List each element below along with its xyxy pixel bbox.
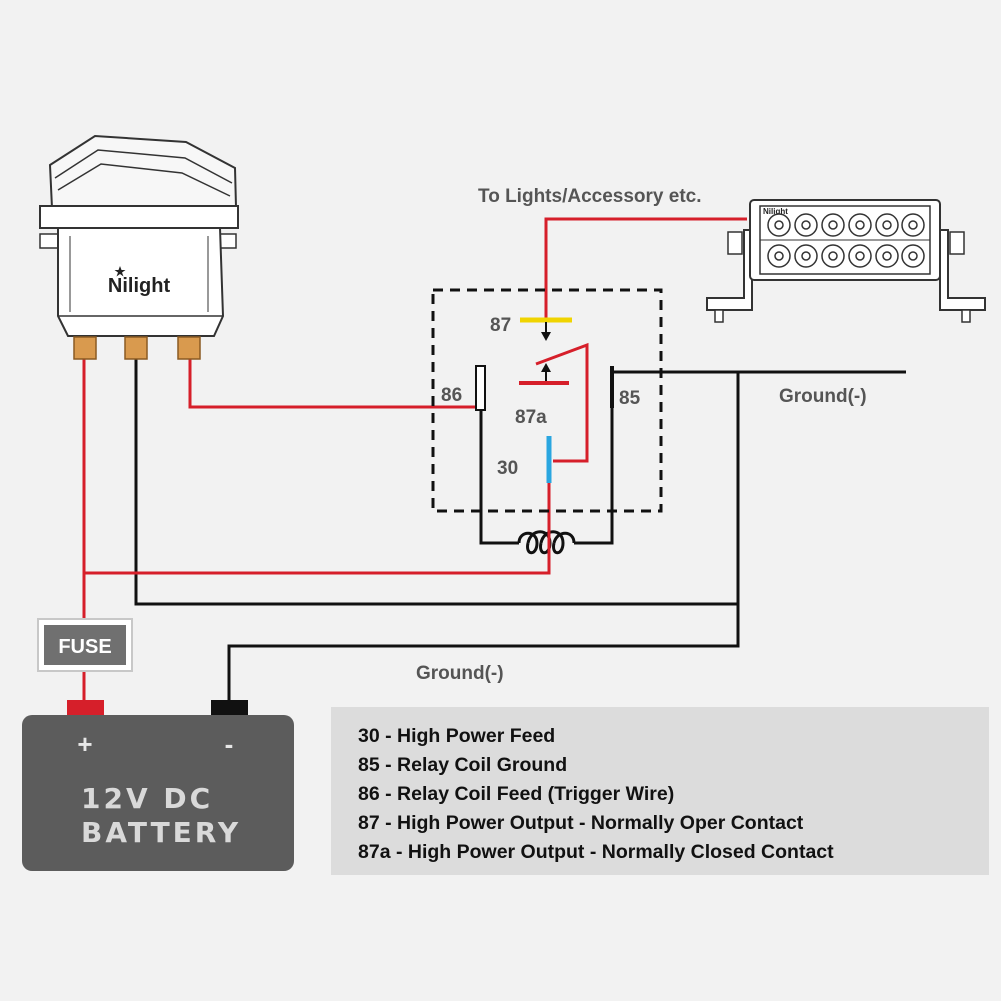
battery-minus: - (225, 729, 234, 759)
legend-line-85: 85 - Relay Coil Ground (358, 754, 567, 776)
arrow-down-icon (541, 322, 551, 341)
pin-86-blade (475, 365, 486, 411)
output-wire-87 (544, 217, 747, 320)
power-wire-feed-30 (84, 483, 551, 575)
switch-terminal-output (177, 336, 201, 360)
switch-brand: Nilight (108, 275, 171, 297)
relay-coil (517, 530, 576, 555)
arrow-up-icon (541, 363, 551, 381)
legend-panel (331, 707, 989, 875)
star-icon (114, 266, 126, 277)
legend-line-86: 86 - Relay Coil Feed (Trigger Wire) (358, 783, 674, 805)
led-lenses (767, 213, 925, 268)
ground-right-label: Ground(-) (779, 386, 867, 407)
trigger-wire-86 (188, 358, 481, 409)
fuse: FUSE (37, 618, 133, 672)
battery-line2: BATTERY (81, 816, 241, 849)
to-lights-label: To Lights/Accessory etc. (478, 186, 702, 207)
pin-label-86: 86 (441, 385, 462, 406)
battery-plus: + (77, 729, 92, 759)
legend-line-30: 30 - High Power Feed (358, 725, 555, 747)
ground-bottom-label: Ground(-) (416, 663, 504, 684)
pin-label-87a: 87a (515, 407, 547, 428)
switch-terminal-ground (124, 336, 148, 360)
led-light-bar: Nilight (706, 199, 986, 323)
pin-label-87: 87 (490, 315, 511, 336)
switch-terminal-power (73, 336, 97, 360)
legend-line-87a: 87a - High Power Output - Normally Close… (358, 841, 834, 863)
rocker-switch: Nilight (39, 134, 239, 360)
lightbar-brand: Nilight (763, 207, 788, 216)
ground-wire-battery (227, 372, 740, 705)
pin-label-85: 85 (619, 388, 641, 409)
battery-line1: 12V DC (81, 782, 213, 815)
pin-label-30: 30 (497, 458, 518, 479)
battery: + - 12V DC BATTERY (22, 700, 294, 871)
fuse-label: FUSE (58, 636, 111, 658)
relay-box (431, 288, 663, 513)
relay-armature (535, 342, 589, 463)
ground-wire-switch (134, 358, 738, 606)
coil-wire (479, 372, 614, 545)
legend-line-87: 87 - High Power Output - Normally Oper C… (358, 812, 804, 834)
